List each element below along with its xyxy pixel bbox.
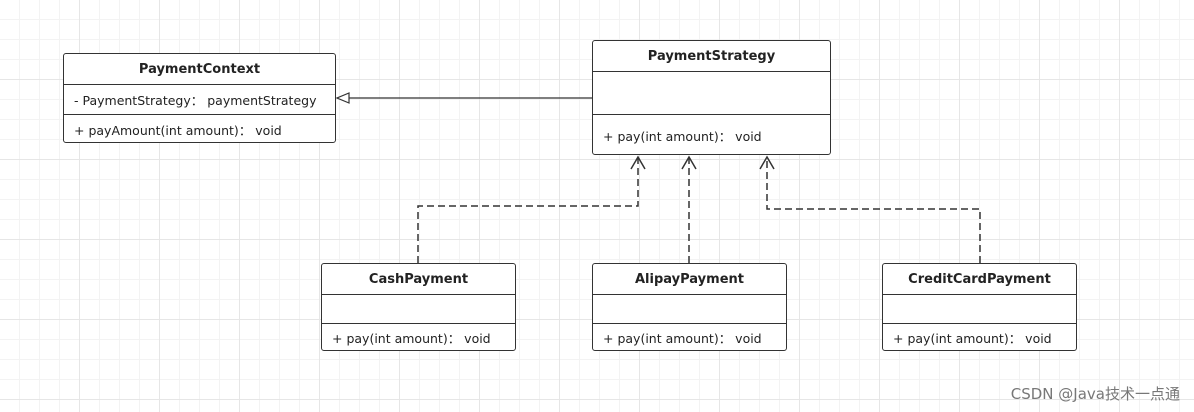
class-attributes-empty [322,295,515,324]
class-cash-payment[interactable]: CashPayment + pay(int amount)： void [321,263,516,351]
class-payment-strategy[interactable]: PaymentStrategy + pay(int amount)： void [592,40,831,155]
class-attributes-empty [883,295,1076,324]
class-alipay-payment[interactable]: AlipayPayment + pay(int amount)： void [592,263,787,351]
realization-line-cash [417,155,646,263]
class-method: + pay(int amount)： void [603,331,762,346]
class-method: + pay(int amount)： void [893,331,1052,346]
watermark: CSDN @Java技术一点通 [1010,385,1180,403]
class-name: CashPayment [322,264,515,295]
class-attribute: - PaymentStrategy： paymentStrategy [64,85,335,115]
class-credit-card-payment[interactable]: CreditCardPayment + pay(int amount)： voi… [882,263,1077,351]
class-name: PaymentStrategy [593,41,830,72]
class-method: + pay(int amount)： void [603,128,762,144]
class-name: AlipayPayment [593,264,786,295]
class-attributes-empty [593,72,830,115]
class-method: + payAmount(int amount)： void [74,122,282,138]
class-attributes-empty [593,295,786,324]
realization-line-credit [759,155,981,263]
class-name: CreditCardPayment [883,264,1076,295]
class-payment-context[interactable]: PaymentContext - PaymentStrategy： paymen… [63,53,336,143]
class-name: PaymentContext [64,54,335,85]
class-method: + pay(int amount)： void [332,331,491,346]
